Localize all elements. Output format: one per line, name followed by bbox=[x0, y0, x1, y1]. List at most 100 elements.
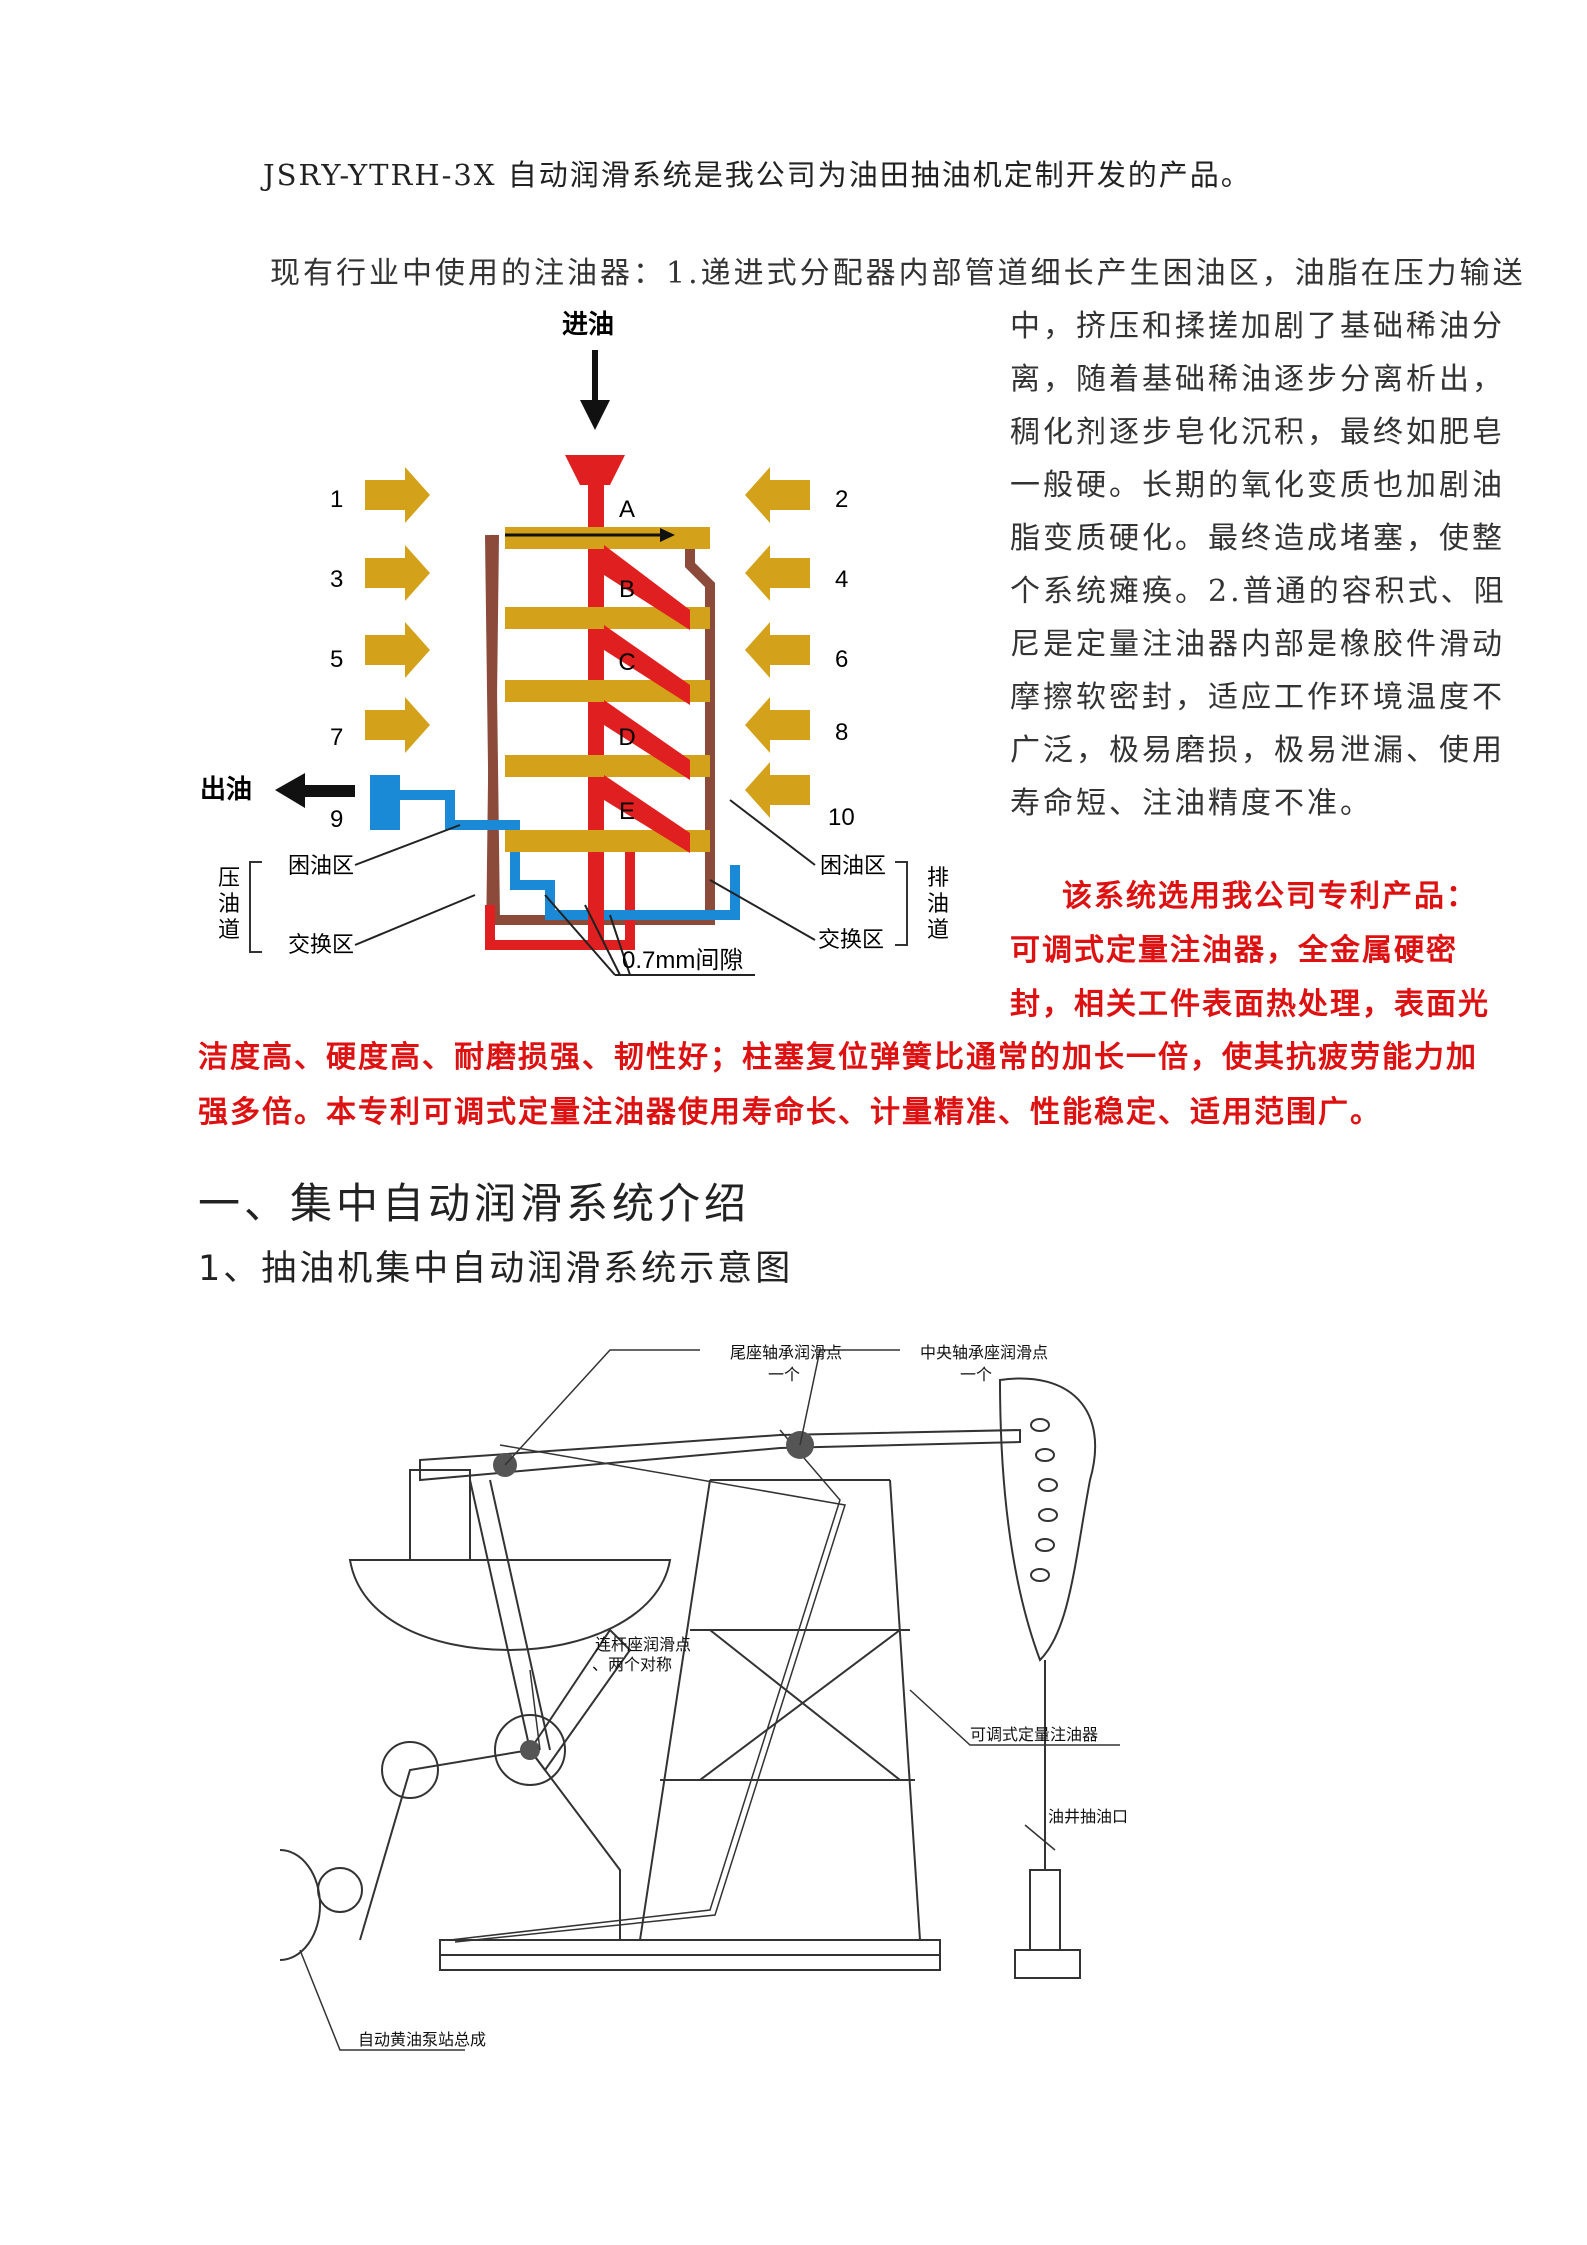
leader-line bbox=[544, 894, 616, 976]
wrap-line: 稠化剂逐步皂化沉积，最终如肥皂 bbox=[1010, 415, 1505, 450]
center-bearing-label: 中央轴承座润滑点 bbox=[920, 1344, 1048, 1362]
piston-label: A bbox=[619, 496, 635, 523]
right-ports bbox=[745, 467, 810, 818]
subsection-heading: 1、抽油机集中自动润滑系统示意图 bbox=[198, 1249, 794, 1289]
wrap-line: 广泛，极易磨损，极易泄漏、使用 bbox=[1010, 733, 1505, 768]
piston-b bbox=[505, 607, 710, 629]
wellhead-label: 油井抽油口 bbox=[1048, 1808, 1128, 1826]
piston-label: B bbox=[619, 576, 635, 603]
flow-arrow-head bbox=[660, 528, 675, 542]
piston-label: E bbox=[619, 798, 635, 825]
outlet-channel bbox=[385, 790, 740, 920]
port-5-icon bbox=[365, 622, 430, 678]
wrap-line: 脂变质硬化。最终造成堵塞，使整 bbox=[1010, 521, 1505, 556]
port-number: 9 bbox=[330, 806, 343, 833]
port-number: 7 bbox=[330, 724, 343, 751]
diag-c-d bbox=[604, 700, 690, 780]
port-number: 8 bbox=[835, 719, 848, 746]
wrap-line: 离，随着基础稀油逐步分离析出， bbox=[1010, 362, 1505, 397]
tail-block bbox=[409, 1469, 471, 1561]
inlet-arrow-head bbox=[580, 400, 610, 430]
callout-line bbox=[529, 1669, 541, 1751]
left-side-label: 压 油 道 bbox=[218, 865, 246, 942]
wrap-line: 寿命短、注油精度不准。 bbox=[1010, 786, 1373, 821]
intro-line-2: 现有行业中使用的注油器：1.递进式分配器内部管道细长产生困油区，油脂在压力输送 bbox=[270, 256, 1526, 291]
right-trap-label: 困油区 bbox=[820, 853, 886, 878]
wrap-line: 摩擦软密封，适应工作环境温度不 bbox=[1010, 680, 1505, 715]
pressure-spine bbox=[588, 480, 604, 950]
gearbox-frame bbox=[359, 1748, 621, 1941]
gap-label: 0.7mm间隙 bbox=[622, 947, 743, 974]
crank-hub bbox=[494, 1714, 566, 1786]
callout-line bbox=[909, 1689, 1120, 1746]
wrap-line: 中，挤压和揉搓加剧了基础稀油分 bbox=[1010, 309, 1505, 344]
leader-line bbox=[354, 894, 476, 946]
piston-c bbox=[505, 680, 710, 702]
patent-line: 封，相关工件表面热处理，表面光 bbox=[1010, 987, 1490, 1022]
leader-line bbox=[729, 799, 816, 866]
walking-beam bbox=[419, 1428, 1021, 1482]
pressure-bottom-channel bbox=[485, 840, 635, 950]
piston-label: D bbox=[618, 724, 635, 751]
diag-a-b bbox=[604, 545, 690, 630]
right-side-label: 排 油 道 bbox=[927, 865, 955, 942]
wrap-line: 个系统瘫痪。2.普通的容积式、阻 bbox=[1010, 574, 1507, 609]
patent-column: 该系统选用我公司专利产品： 可调式定量注油器，全金属硬密 封，相关工件表面热处理… bbox=[1010, 870, 1530, 1032]
piston-label: C bbox=[618, 649, 635, 676]
right-side-char: 排 bbox=[927, 865, 949, 890]
left-side-char: 道 bbox=[218, 917, 240, 942]
outlet-label: 出油 bbox=[200, 774, 252, 804]
post-bracing bbox=[699, 1629, 901, 1781]
right-side-char: 道 bbox=[927, 917, 949, 942]
lube-line bbox=[454, 1444, 846, 1943]
inlet-funnel bbox=[565, 455, 625, 485]
pump-station-label: 自动黄油泵站总成 bbox=[358, 2031, 486, 2049]
section-heading: 一、集中自动润滑系统介绍 bbox=[198, 1179, 751, 1228]
left-ports bbox=[365, 467, 430, 753]
port-10-icon bbox=[745, 762, 810, 818]
leader-line bbox=[584, 904, 621, 976]
left-bracket bbox=[249, 861, 262, 953]
motor bbox=[317, 1867, 363, 1913]
piston-a bbox=[505, 527, 710, 549]
outlet-arrow bbox=[275, 773, 355, 808]
intro-wrap-paragraph: 中，挤压和揉搓加剧了基础稀油分 离，随着基础稀油逐步分离析出， 稠化剂逐步皂化沉… bbox=[1010, 300, 1510, 830]
port-6-icon bbox=[745, 622, 810, 678]
piston-e bbox=[505, 830, 710, 852]
horse-head-slot bbox=[1035, 1448, 1055, 1462]
pitman-arm bbox=[469, 1479, 551, 1751]
pump-jack-diagram: 尾座轴承润滑点 一个 中央轴承座润滑点 一个 连杆座润滑点 、两个对称 可调式定… bbox=[280, 1344, 1128, 2051]
right-side-char: 油 bbox=[927, 891, 949, 916]
center-bearing-count: 一个 bbox=[960, 1366, 992, 1384]
patent-line: 洁度高、硬度高、耐磨损强、韧性好；柱塞复位弹簧比通常的加长一倍，使其抗疲劳能力加 bbox=[198, 1040, 1478, 1075]
wellhead-base bbox=[1014, 1949, 1081, 1979]
callout-line bbox=[504, 1349, 700, 1466]
injector-label: 可调式定量注油器 bbox=[970, 1726, 1098, 1744]
port-number: 2 bbox=[835, 486, 848, 513]
port-8-icon bbox=[745, 697, 810, 753]
patent-line: 该系统选用我公司专利产品： bbox=[1062, 879, 1478, 914]
port-number: 5 bbox=[330, 646, 343, 673]
left-side-char: 油 bbox=[218, 891, 240, 916]
left-side-char: 压 bbox=[218, 865, 240, 890]
diag-b-c bbox=[604, 625, 690, 705]
piston-rows bbox=[505, 527, 710, 853]
port-number: 10 bbox=[828, 804, 855, 831]
intro-line-1: JSRY-YTRH-3X 自动润滑系统是我公司为油田抽油机定制开发的产品。 bbox=[263, 158, 1252, 192]
pump-station bbox=[280, 1849, 321, 1961]
piston-d bbox=[505, 755, 710, 777]
tail-bearing-count: 一个 bbox=[768, 1366, 800, 1384]
gearbox-wheel bbox=[381, 1741, 439, 1799]
port-4-icon bbox=[745, 545, 810, 601]
tail-counterweight bbox=[348, 1559, 672, 1652]
port-number: 3 bbox=[330, 566, 343, 593]
horse-head-slot bbox=[1038, 1508, 1058, 1522]
left-trap-label: 困油区 bbox=[288, 853, 354, 878]
patent-line: 可调式定量注油器，全金属硬密 bbox=[1010, 933, 1458, 968]
callout-line bbox=[799, 1349, 900, 1446]
conrod-point bbox=[520, 1740, 540, 1760]
conrod-label: 连杆座润滑点 bbox=[595, 1636, 691, 1654]
horse-head-slot bbox=[1030, 1568, 1050, 1582]
inlet-label: 进油 bbox=[562, 309, 614, 339]
tail-bearing-label: 尾座轴承润滑点 bbox=[730, 1344, 842, 1362]
